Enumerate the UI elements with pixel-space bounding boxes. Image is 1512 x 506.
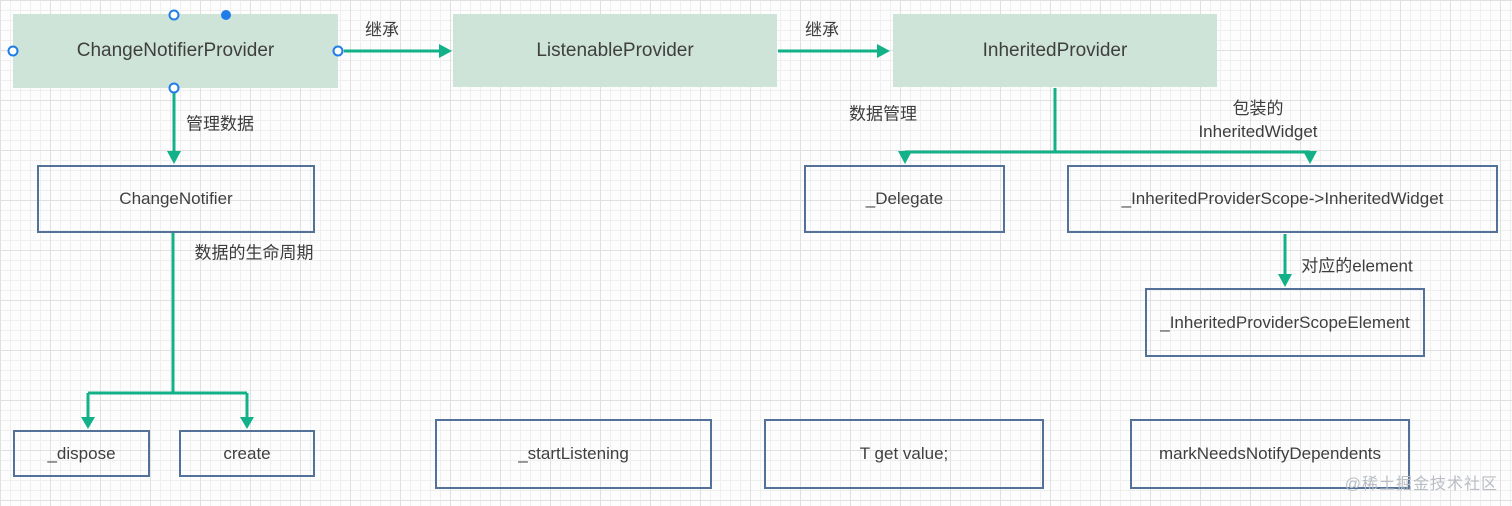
corresponding-element-arrow-head — [1278, 274, 1292, 287]
edge-label-inherit-1[interactable]: 继承 — [365, 20, 399, 40]
manage-data-arrow[interactable] — [167, 93, 181, 164]
delegate-arrow-head — [898, 151, 912, 164]
edge-label-wrapped-line1: 包装的 — [1232, 99, 1284, 118]
selection-handle-left[interactable] — [7, 45, 19, 57]
node-inherited-provider-scope-element[interactable]: _InheritedProviderScopeElement — [1145, 288, 1425, 357]
node-change-notifier[interactable]: ChangeNotifier — [37, 165, 315, 233]
node-inherited-provider[interactable]: InheritedProvider — [893, 14, 1217, 87]
node-mark-needs-notify-dependents[interactable]: markNeedsNotifyDependents — [1130, 419, 1410, 489]
edge-label-wrapped-inherited-widget[interactable]: 包装的 InheritedWidget — [1198, 97, 1317, 143]
inherited-provider-branch-arrow[interactable] — [898, 88, 1317, 164]
inherit-arrow-2[interactable] — [778, 44, 890, 58]
node-t-get-value[interactable]: T get value; — [764, 419, 1044, 489]
node-start-listening[interactable]: _startListening — [435, 419, 712, 489]
edge-label-wrapped-line2: InheritedWidget — [1198, 122, 1318, 141]
lifecycle-branch-lines — [86, 233, 249, 417]
inherited-provider-branch-lines — [905, 88, 1310, 154]
inherit-arrow-1-head — [439, 44, 452, 58]
node-change-notifier-provider[interactable]: ChangeNotifierProvider — [13, 14, 338, 88]
watermark: @稀土掘金技术社区 — [1344, 476, 1498, 493]
corresponding-element-arrow[interactable] — [1278, 234, 1292, 287]
connection-point-dot[interactable] — [221, 10, 231, 20]
edge-label-manage-data[interactable]: 管理数据 — [186, 114, 254, 134]
node-create[interactable]: create — [179, 430, 315, 477]
inherit-arrow-1[interactable] — [344, 44, 452, 58]
selection-handle-top[interactable] — [168, 9, 180, 21]
node-dispose[interactable]: _dispose — [13, 430, 150, 477]
selection-handle-right[interactable] — [332, 45, 344, 57]
node-delegate[interactable]: _Delegate — [804, 165, 1005, 233]
create-arrow-head — [240, 417, 254, 429]
dispose-arrow-head — [81, 417, 95, 429]
edge-label-inherit-2[interactable]: 继承 — [805, 20, 839, 40]
node-listenable-provider[interactable]: ListenableProvider — [453, 14, 777, 87]
manage-data-arrow-head — [167, 151, 181, 164]
edge-label-corresponding-element[interactable]: 对应的element — [1301, 256, 1413, 276]
lifecycle-branch-arrow[interactable] — [81, 233, 254, 429]
selection-handle-bottom[interactable] — [168, 82, 180, 94]
inherit-arrow-2-head — [877, 44, 890, 58]
node-inherited-provider-scope[interactable]: _InheritedProviderScope->InheritedWidget — [1067, 165, 1498, 233]
scope-arrow-head — [1303, 151, 1317, 164]
edge-label-data-management[interactable]: 数据管理 — [849, 104, 917, 124]
edge-label-data-lifecycle[interactable]: 数据的生命周期 — [194, 243, 314, 263]
